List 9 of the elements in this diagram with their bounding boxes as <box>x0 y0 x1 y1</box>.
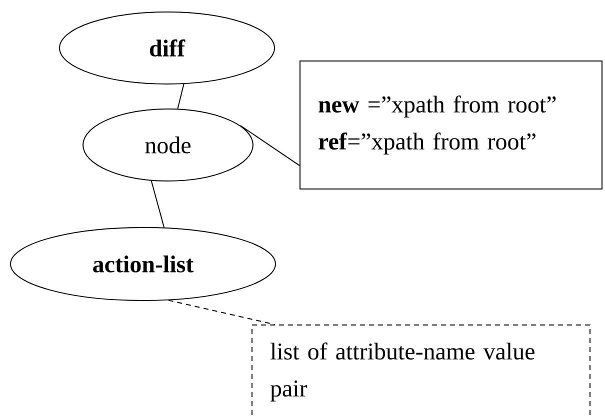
connector-line <box>240 125 300 166</box>
ellipse-node: diff <box>59 12 275 84</box>
ellipse-node: node <box>82 108 254 182</box>
note-box: list of attribute-name value pair <box>252 324 590 417</box>
connector-line <box>168 300 276 325</box>
text-box: new =”xpath from root” ref=”xpath from root” <box>300 60 602 190</box>
connector-line <box>150 180 165 228</box>
connector-line <box>177 84 184 110</box>
ellipse-node: action-list <box>10 226 276 301</box>
